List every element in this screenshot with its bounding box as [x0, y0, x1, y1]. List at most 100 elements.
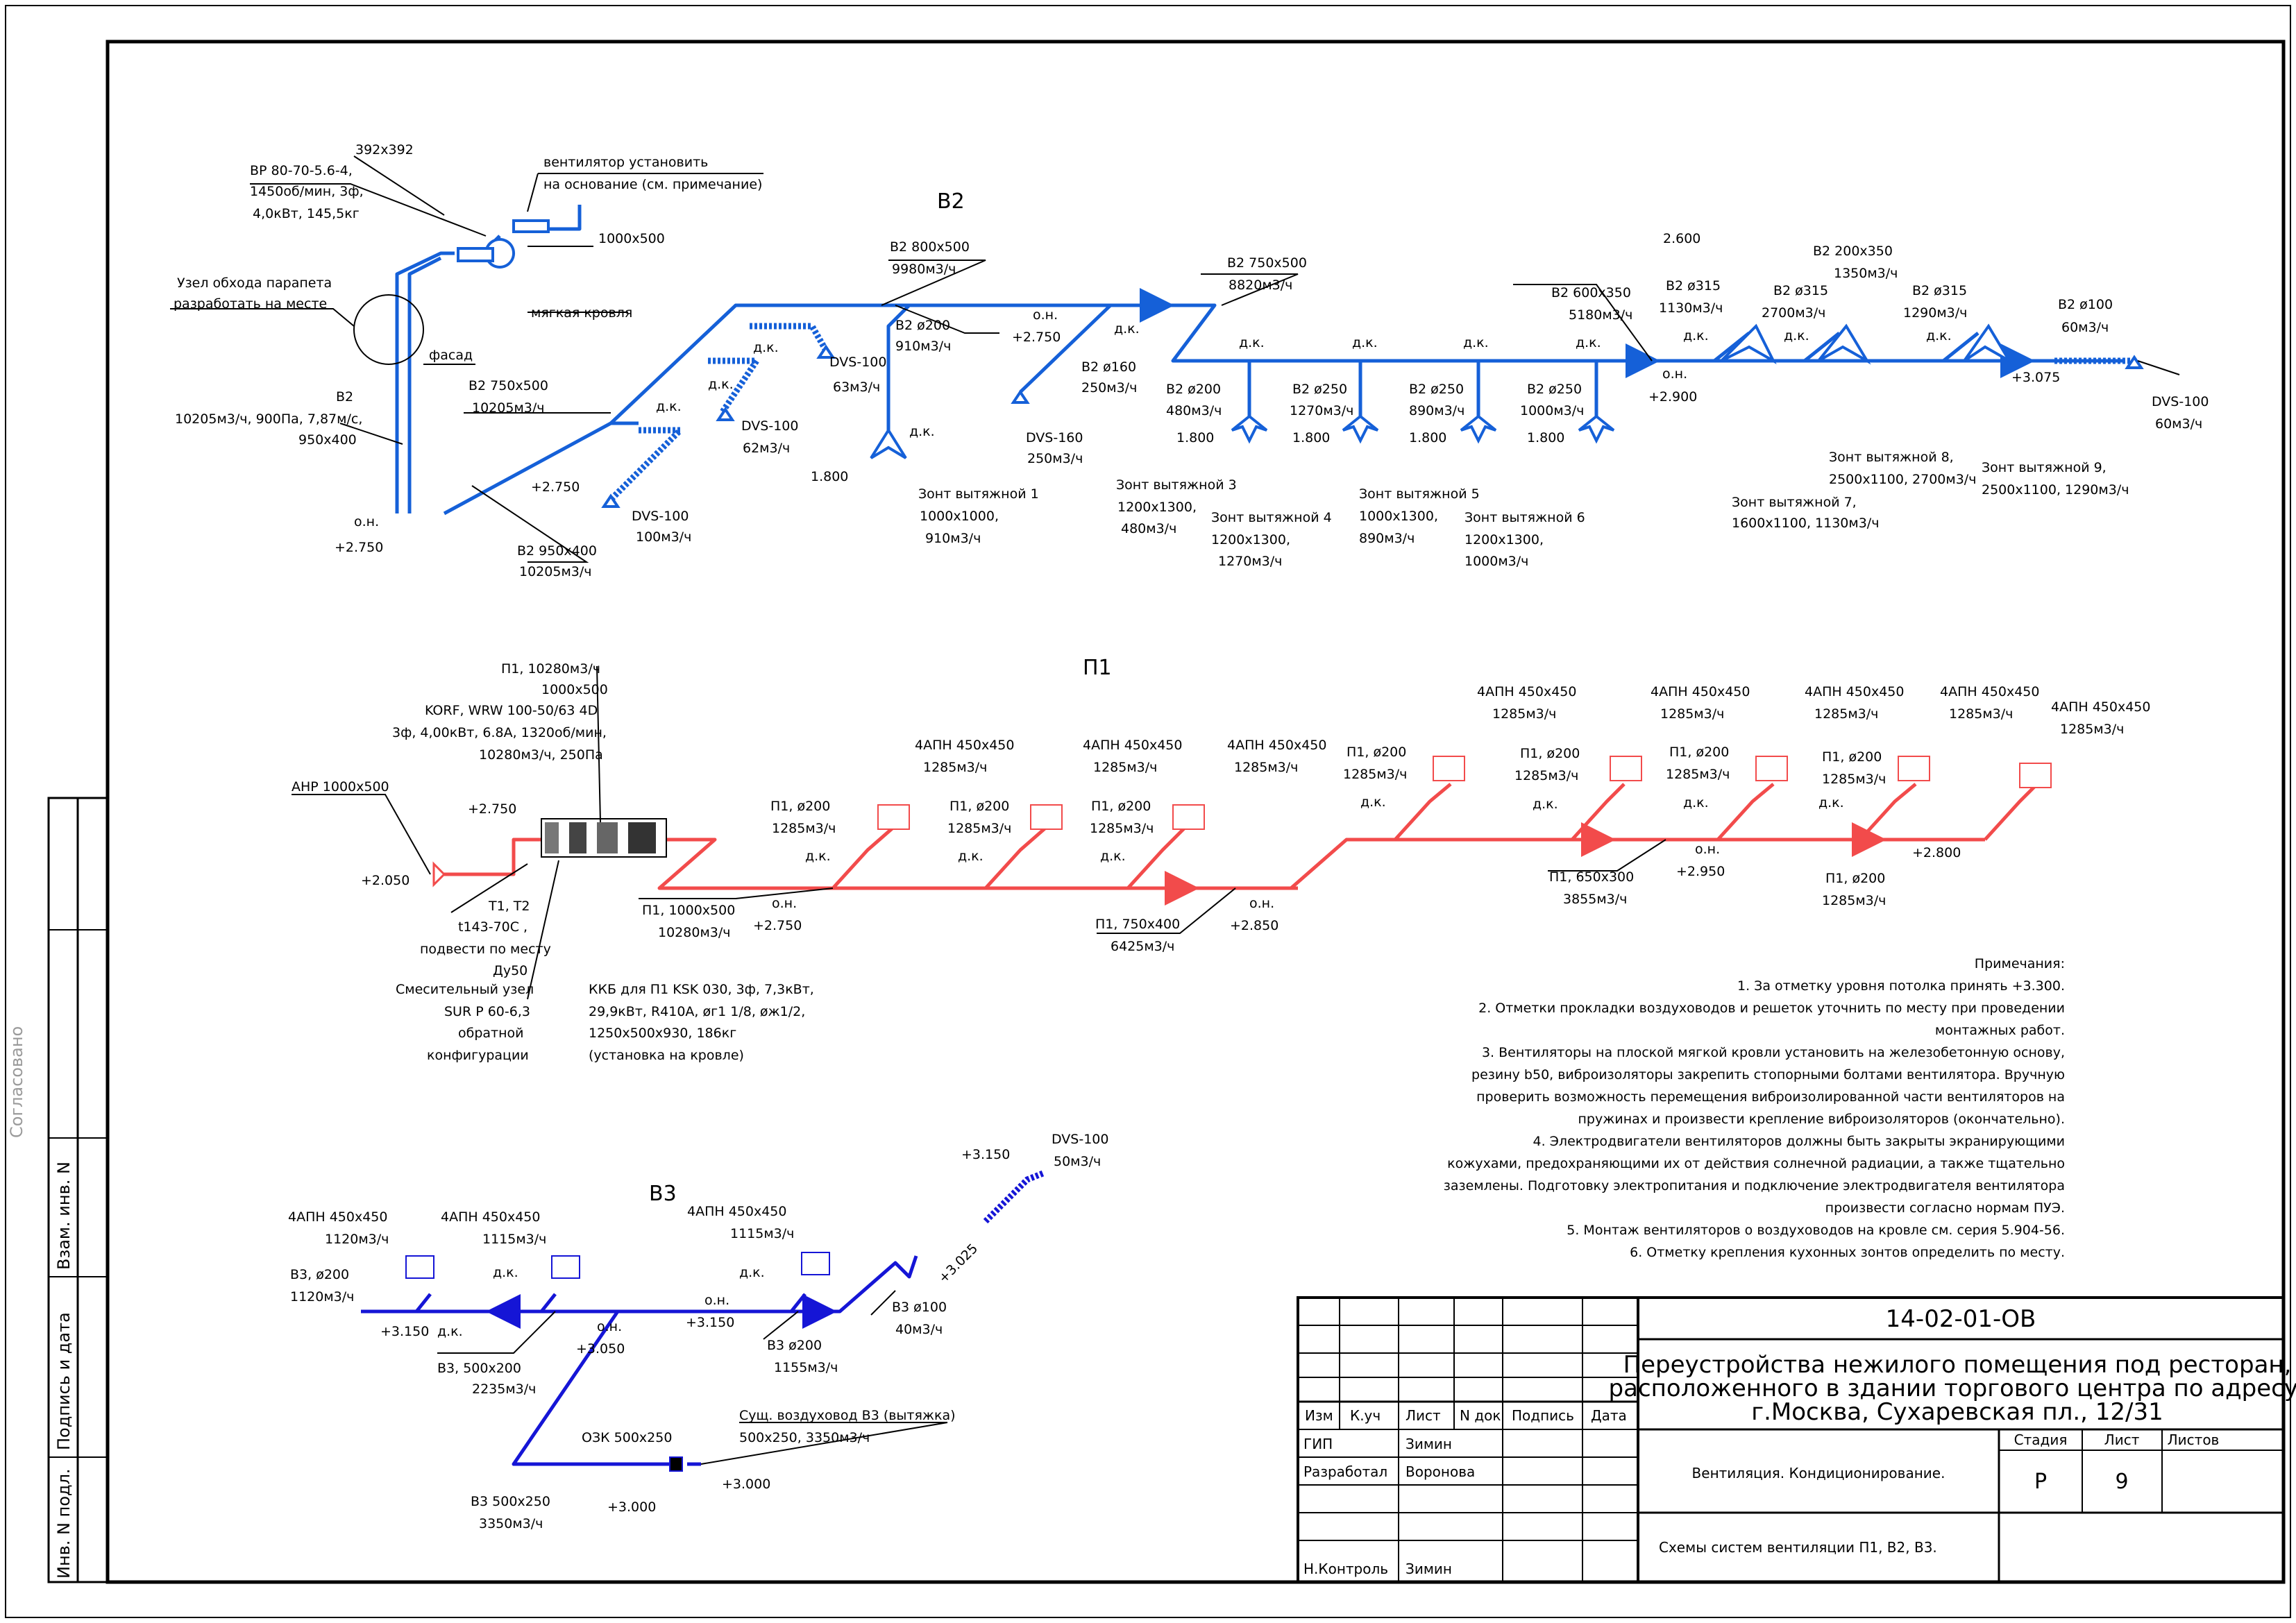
b2-label-73: Зонт вытяжной 6 [1464, 510, 1585, 525]
p1-label-69: +2.800 [1912, 845, 1961, 860]
b3-label-13: 4АПН 450x450 [687, 1204, 786, 1219]
b2-dvs100-terminal-b [716, 407, 735, 421]
b2-label-63: В2 ø250 [1409, 382, 1464, 397]
p1-label-57: д.к. [1683, 795, 1709, 810]
b2-labels: В2 392x392 ВР 80-70-5.6-4, 1450об/мин, 3… [174, 142, 2209, 579]
p1-label-7: +2.050 [361, 873, 410, 888]
b3-label-21: 40м3/ч [895, 1322, 943, 1337]
p1-label-42: +2.850 [1230, 918, 1278, 933]
b2-hood-9 [1963, 323, 2014, 365]
b3-label-23: +3.150 [961, 1147, 1010, 1162]
b3-diffusers [405, 1252, 830, 1472]
p1-label-55: П1, ø200 [1669, 745, 1729, 760]
notes-line-7: 4. Электродвигатели вентиляторов должны … [1533, 1134, 2065, 1149]
b3-ozk-damper [669, 1456, 683, 1472]
b3-diffuser-2 [551, 1255, 580, 1279]
b2-hood-1 [870, 427, 907, 459]
p1-diffuser-4 [1433, 756, 1465, 781]
p1-label-18: 1250x500x930, 186кг [589, 1026, 736, 1041]
b2-label-90: 2500x1100, 2700м3/ч [1829, 472, 1976, 487]
b2-label-64: 890м3/ч [1409, 403, 1464, 418]
p1-leaders [292, 665, 1666, 1000]
p1-title: П1 [1083, 656, 1112, 680]
b3-label-32: 3350м3/ч [479, 1516, 543, 1531]
b2-label-19: В2 950x400 [517, 543, 597, 559]
p1-label-59: 1285м3/ч [1814, 706, 1878, 722]
b2-label-17: 10205м3/ч [472, 400, 545, 416]
tb-section: Вентиляция. Кондиционирование. [1692, 1465, 1945, 1481]
p1-diffuser-1 [877, 804, 910, 830]
notes-line-12: 6. Отметку крепления кухонных зонтов опр… [1630, 1245, 2065, 1260]
b2-label-48: д.к. [1239, 335, 1265, 350]
b2-parapet-node-circle [353, 294, 424, 365]
b2-label-12: 10205м3/ч, 900Па, 7,87м/с, [175, 411, 362, 427]
p1-label-11: Ду50 [493, 963, 527, 978]
p1-diffuser-3 [1172, 804, 1205, 830]
b2-label-41: д.к. [1114, 321, 1140, 337]
b2-label-42: В2 ø160 [1081, 359, 1136, 375]
p1-label-9: t143-70С , [458, 919, 527, 935]
notes-line-4: резину b50, виброизоляторы закрепить сто… [1471, 1067, 2065, 1082]
b2-label-81: В2 ø315 [1666, 278, 1721, 294]
b2-dvs100-terminal-a [601, 493, 621, 508]
p1-label-16: ККБ для П1 KSK 030, 3ф, 7,3кВт, [589, 982, 814, 997]
p1-label-52: 1285м3/ч [1660, 706, 1724, 722]
b2-label-76: В2 600x350 [1551, 285, 1631, 300]
b2-riser-duct [395, 251, 455, 513]
b2-hoods [457, 219, 2144, 508]
p1-label-62: П1, ø200 [1822, 749, 1882, 765]
p1-label-10: подвести по месту [420, 942, 551, 957]
p1-label-41: о.н. [1249, 896, 1274, 911]
b3-labels: В3 4АПН 450x450 1120м3/ч В3, ø200 1120м3… [288, 1132, 1108, 1531]
b2-label-18: +2.750 [531, 479, 580, 495]
b2-label-46: В2 750x500 [1227, 255, 1307, 271]
b2-label-83: д.к. [1683, 328, 1709, 343]
b2-label-87: 2700м3/ч [1762, 305, 1825, 321]
p1-label-50: д.к. [1533, 797, 1558, 812]
b3-main-500 [512, 1310, 673, 1466]
b2-label-21: д.к. [656, 399, 682, 414]
p1-label-23: +2.750 [753, 918, 802, 933]
b2-label-10: фасад [429, 348, 473, 363]
b3-label-0: 4АПН 450x450 [288, 1209, 387, 1225]
b2-label-94: 1290м3/ч [1903, 305, 1967, 321]
b2-label-93: В2 ø315 [1912, 283, 1967, 298]
b2-branch-200 [886, 304, 911, 430]
p1-label-20: П1, 1000x500 [642, 903, 735, 918]
p1-branch-7 [1859, 783, 1917, 841]
b2-label-77: 5180м3/ч [1569, 307, 1632, 323]
p1-branch-5 [1571, 783, 1626, 841]
tb-sheet-label: Лист [2104, 1431, 2140, 1448]
b2-leaders [170, 155, 2180, 563]
p1-ahu-section-4 [628, 822, 656, 853]
p1-label-25: 1285м3/ч [772, 821, 836, 836]
b2-label-85: 1600x1100, 1130м3/ч [1732, 516, 1879, 531]
side-cell-3: Инв. N подл. [54, 1468, 74, 1579]
p1-label-38: 1285м3/ч [1234, 760, 1298, 775]
b3-label-10: +3.050 [576, 1341, 625, 1357]
b2-label-50: 480м3/ч [1166, 403, 1222, 418]
p1-label-14: обратной [458, 1026, 524, 1041]
notes-line-0: 1. За отметку уровня потолка принять +3.… [1737, 978, 2065, 994]
p1-label-40: 6425м3/ч [1111, 939, 1174, 954]
p1-branch-4 [1394, 783, 1452, 841]
b2-label-102: 60м3/ч [2155, 416, 2202, 432]
b2-label-28: DVS-100 [829, 355, 886, 370]
title-block [1297, 1296, 2285, 1583]
b2-label-45: 250м3/ч [1027, 451, 1083, 466]
tb-header-3: N док [1460, 1407, 1501, 1424]
tb-stage-label: Стадия [2014, 1431, 2068, 1448]
notes-line-6: пружинах и произвести крепление виброизо… [1578, 1112, 2066, 1127]
b3-branch-2 [540, 1293, 557, 1313]
side-cell-2: Подпись и дата [54, 1312, 74, 1450]
p1-label-12: Смесительный узел [396, 982, 534, 997]
b2-label-26: 62м3/ч [743, 441, 790, 456]
p1-diffuser-8 [2019, 763, 2052, 788]
b2-branch-160 [1019, 304, 1112, 393]
b2-fan-base [457, 247, 494, 262]
p1-labels: П1 П1, 10280м3/ч 1000x500 KORF, WRW 100-… [292, 656, 2150, 1063]
b2-fan-outlet [512, 219, 550, 233]
b2-label-35: 1.800 [811, 469, 848, 484]
b2-label-72: 1.800 [1527, 430, 1564, 445]
p1-label-48: П1, ø200 [1520, 746, 1580, 761]
